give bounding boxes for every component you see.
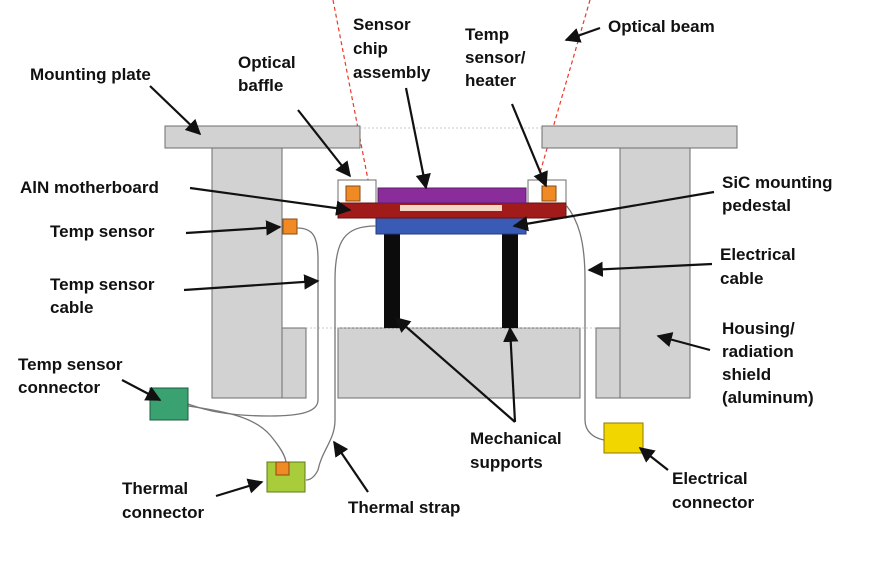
label-aln-motherboard: AlN motherboard: [20, 178, 159, 197]
label-thermal-strap: Thermal strap: [348, 498, 460, 517]
thermal-connector-sensor: [275, 461, 290, 476]
label-mounting-plate: Mounting plate: [30, 65, 151, 84]
arrow-electrical-cable: [587, 261, 713, 278]
label-temp-sensor-connector-line1: Temp sensor: [18, 355, 123, 374]
label-temp-sensor-heater-line1: Temp: [465, 25, 509, 44]
label-housing-line2: radiation: [722, 342, 794, 361]
label-temp-sensor-cable-line1: Temp sensor: [50, 275, 155, 294]
label-optical-baffle: Optical baffle: [238, 53, 300, 95]
label-optical-baffle-line2: baffle: [238, 76, 283, 95]
arrow-temp-sensor-cable: [183, 274, 320, 292]
label-housing-line4: (aluminum): [722, 388, 814, 407]
label-electrical-connector: Electrical connector: [672, 469, 755, 512]
sic-mounting-pedestal: [375, 217, 527, 235]
label-optical-baffle-line1: Optical: [238, 53, 296, 72]
arrow-thermal-connector: [215, 478, 264, 498]
label-electrical-connector-line2: connector: [672, 493, 755, 512]
electrical-connector: [603, 422, 644, 454]
housing-bottom-right: [595, 327, 621, 399]
label-optical-beam: Optical beam: [608, 17, 715, 36]
arrow-sic-pedestal: [512, 190, 715, 232]
thermal-strap-line: [305, 225, 377, 481]
housing-bottom-left: [281, 327, 307, 399]
label-temp-sensor-connector: Temp sensor connector: [18, 355, 127, 397]
arrow-thermal-strap: [333, 440, 369, 493]
temp-sensor-cable: [187, 227, 319, 417]
temp-sensor-housing: [282, 218, 298, 235]
housing-wall-left: [211, 147, 283, 399]
label-temp-sensor: Temp sensor: [50, 222, 155, 241]
motherboard-chip-pad: [400, 205, 502, 211]
label-thermal-connector: Thermal connector: [122, 479, 205, 522]
arrow-electrical-connector: [638, 447, 669, 471]
arrow-optical-beam: [564, 26, 601, 43]
label-mechanical-supports-line1: Mechanical: [470, 429, 562, 448]
label-electrical-connector-line1: Electrical: [672, 469, 748, 488]
arrows: [121, 26, 715, 498]
optical-beam-left: [332, 0, 371, 191]
housing-bottom-center: [337, 327, 581, 399]
label-housing-line3: shield: [722, 365, 771, 384]
optical-beam: [332, 0, 591, 191]
optical-beam-right: [534, 0, 591, 191]
arrow-mechanical-support-left: [394, 316, 516, 423]
label-sic-line1: SiC mounting: [722, 173, 832, 192]
arrow-aln-motherboard: [189, 186, 352, 216]
label-housing-line1: Housing/: [722, 319, 795, 338]
label-electrical-cable: Electrical cable: [720, 245, 800, 288]
label-sensor-chip-line3: assembly: [353, 63, 431, 82]
label-thermal-connector-line2: connector: [122, 503, 205, 522]
mounting-plate-right: [541, 125, 738, 149]
label-mechanical-supports: Mechanical supports: [470, 429, 566, 472]
arrow-mounting-plate: [149, 85, 202, 136]
label-electrical-cable-line2: cable: [720, 269, 763, 288]
label-thermal-connector-line1: Thermal: [122, 479, 188, 498]
label-sensor-chip-line2: chip: [353, 39, 388, 58]
temp-connector-cable: [187, 405, 287, 463]
housing-wall-right: [619, 147, 691, 399]
label-sic-line2: pedestal: [722, 196, 791, 215]
label-sensor-chip-assembly: Sensor chip assembly: [353, 15, 431, 82]
label-sensor-chip-line1: Sensor: [353, 15, 411, 34]
electrical-cable-line: [565, 204, 605, 441]
temp-sensor-connector: [149, 387, 189, 421]
label-temp-sensor-cable: Temp sensor cable: [50, 275, 159, 317]
temp-sensor-heater-left: [345, 185, 361, 202]
arrow-optical-baffle: [297, 109, 351, 178]
arrow-sensor-chip: [404, 87, 431, 190]
label-mechanical-supports-line2: supports: [470, 453, 543, 472]
arrow-temp-sensor: [185, 220, 282, 236]
arrow-temp-sensor-connector: [121, 379, 162, 401]
arrow-housing: [656, 332, 711, 352]
label-temp-sensor-heater-line2: sensor/: [465, 48, 526, 67]
mechanical-support-left: [384, 234, 400, 328]
arrow-mechanical-support-right: [503, 326, 519, 423]
label-housing: Housing/ radiation shield (aluminum): [722, 319, 814, 407]
label-temp-sensor-connector-line2: connector: [18, 378, 101, 397]
label-temp-sensor-heater: Temp sensor/ heater: [465, 25, 530, 90]
sensor-chip-assembly: [377, 187, 527, 204]
temp-sensor-heater-right: [541, 185, 557, 202]
label-sic-mounting-pedestal: SiC mounting pedestal: [722, 173, 837, 215]
label-temp-sensor-cable-line2: cable: [50, 298, 93, 317]
label-electrical-cable-line1: Electrical: [720, 245, 796, 264]
mechanical-support-right: [502, 234, 518, 328]
label-temp-sensor-heater-line3: heater: [465, 71, 516, 90]
arrow-temp-sensor-heater: [510, 103, 548, 188]
